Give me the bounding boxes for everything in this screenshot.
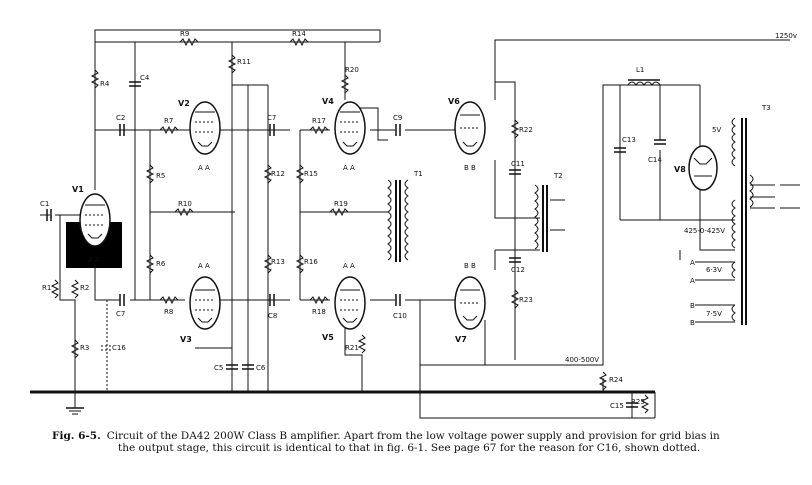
heater-label: A A (343, 164, 355, 172)
heater-label: A A (343, 262, 355, 270)
tap-label: A (690, 259, 695, 267)
resistor-label: R4 (100, 80, 110, 88)
tap-label: A (690, 277, 695, 285)
resistor-label: R21 (345, 344, 359, 352)
tube-v6 (454, 101, 486, 155)
capacitor-label: C10 (393, 312, 407, 320)
heater-label: A A (198, 262, 210, 270)
capacitor-label: C6 (256, 364, 266, 372)
tube-label: V3 (180, 335, 192, 344)
tube-v5 (334, 276, 366, 330)
winding-63v-label: 6·3V (706, 266, 722, 274)
resistor-label: R19 (334, 200, 348, 208)
tap-label: B (690, 319, 695, 327)
resistor-label: R15 (304, 170, 318, 178)
heater-label: A A (88, 256, 100, 264)
tube-label: V5 (322, 333, 334, 342)
capacitor-label: C8 (268, 312, 277, 320)
resistor-label: R16 (304, 258, 318, 266)
resistor-label: R18 (312, 308, 326, 316)
wiring (30, 29, 805, 419)
resistor-label: R3 (80, 344, 89, 352)
capacitor-label: C13 (622, 136, 636, 144)
transformer-label: T1 (413, 170, 423, 178)
tube-label: V8 (674, 165, 686, 174)
winding-5v-label: 5V (712, 126, 721, 134)
tube-label: V2 (178, 99, 190, 108)
resistor-label: R14 (292, 30, 306, 38)
tube-v1 (79, 193, 111, 247)
resistor-label: R12 (271, 170, 285, 178)
capacitor-label: C14 (648, 156, 662, 164)
transformer-t1 (387, 179, 409, 262)
resistor-label: R17 (312, 117, 326, 125)
resistor-label: R25 (631, 398, 645, 406)
resistor-label: R13 (271, 258, 285, 266)
capacitor-label: C11 (511, 160, 525, 168)
capacitor-label: C4 (140, 74, 150, 82)
tube-label: V1 (72, 185, 84, 194)
transformer-t2 (534, 184, 548, 252)
tube-v2 (189, 101, 221, 155)
resistor-label: R2 (80, 284, 89, 292)
resistor-label: R10 (178, 200, 192, 208)
tube-v4 (334, 101, 366, 155)
figure-caption: Fig. 6-5. Circuit of the DA42 200W Class … (52, 430, 792, 454)
resistor-label: R8 (164, 308, 173, 316)
transformer-label: T3 (761, 104, 771, 112)
capacitor-label: C5 (214, 364, 223, 372)
amplifier-schematic: 1250v 400-500V 425-0-425V 5V 6·3V 7·5V V… (30, 29, 805, 419)
tube-v8-rectifier (688, 145, 718, 191)
resistor-label: R5 (156, 172, 165, 180)
resistor-label: R23 (519, 296, 533, 304)
tube-v3 (189, 276, 221, 330)
resistor-label: R11 (237, 58, 251, 66)
capacitor-label: C1 (40, 200, 49, 208)
choke-label: L1 (636, 66, 644, 74)
capacitor-label: C7 (116, 310, 125, 318)
winding-hv-label: 425-0-425V (684, 227, 725, 235)
capacitor-label: C2 (116, 114, 125, 122)
heater-label: A A (198, 164, 210, 172)
voltage-1250v-label: 1250v (775, 32, 797, 40)
resistor-label: R20 (345, 66, 359, 74)
figure-number: Fig. 6-5. (52, 430, 101, 442)
tube-label: V7 (455, 335, 467, 344)
transformer-label: T2 (553, 172, 563, 180)
capacitor-label: C16 (112, 344, 126, 352)
capacitor-label: C12 (511, 266, 525, 274)
caption-line-1: Circuit of the DA42 200W Class B amplifi… (106, 430, 720, 442)
resistor-label: R22 (519, 126, 533, 134)
resistor-label: R24 (609, 376, 623, 384)
tube-v7 (454, 276, 486, 330)
winding-75v-label: 7·5V (706, 310, 722, 318)
choke-l1 (627, 79, 661, 86)
capacitor-label: C7 (267, 114, 276, 122)
capacitor-label: C9 (393, 114, 402, 122)
tube-label: V6 (448, 97, 460, 106)
transformer-t3 (731, 117, 754, 325)
tube-label: V4 (322, 97, 334, 106)
caption-line-2: the output stage, this circuit is identi… (118, 442, 701, 454)
tap-label: B (690, 302, 695, 310)
ground-symbol (66, 407, 84, 415)
heater-label: B B (464, 262, 476, 270)
capacitor-symbols (46, 81, 666, 408)
resistor-label: R1 (42, 284, 51, 292)
resistor-label: R9 (180, 30, 189, 38)
resistor-label: R7 (164, 117, 173, 125)
voltage-400-500v-label: 400-500V (565, 356, 599, 364)
resistor-symbols (50, 37, 650, 414)
resistor-label: R6 (156, 260, 166, 268)
heater-label: B B (464, 164, 476, 172)
capacitor-label: C15 (610, 402, 624, 410)
